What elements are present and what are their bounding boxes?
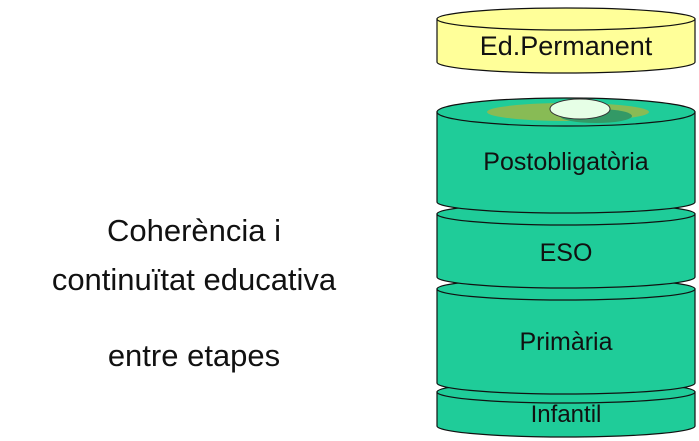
tier-primaria-body	[436, 288, 696, 395]
tier-label-postobligatoria: Postobligatòria	[483, 148, 648, 176]
caption-line-1: Coherència i	[106, 213, 282, 248]
tier-ed-permanent: Ed.Permanent	[436, 7, 696, 74]
inner-disc-icon	[487, 98, 649, 123]
tier-ed-permanent-body	[436, 18, 696, 74]
tier-primaria: Primària	[436, 277, 696, 395]
tier-label-primaria: Primària	[519, 328, 612, 356]
tier-ed-permanent-top	[436, 7, 696, 31]
tier-eso: ESO	[436, 202, 696, 289]
tier-infantil-body	[436, 391, 696, 438]
tier-label-ed-permanent: Ed.Permanent	[480, 31, 653, 61]
tier-label-infantil: Infantil	[531, 401, 602, 428]
tier-postobligatoria: Postobligatòria	[436, 97, 696, 214]
caption-line-3: entre etapes	[107, 338, 281, 373]
caption-line-2: continuïtat educativa	[51, 262, 337, 297]
tier-eso-body	[436, 213, 696, 289]
inner-disc-highlight	[549, 98, 611, 120]
tier-postobligatoria-body	[436, 111, 696, 214]
tier-label-eso: ESO	[540, 239, 593, 267]
